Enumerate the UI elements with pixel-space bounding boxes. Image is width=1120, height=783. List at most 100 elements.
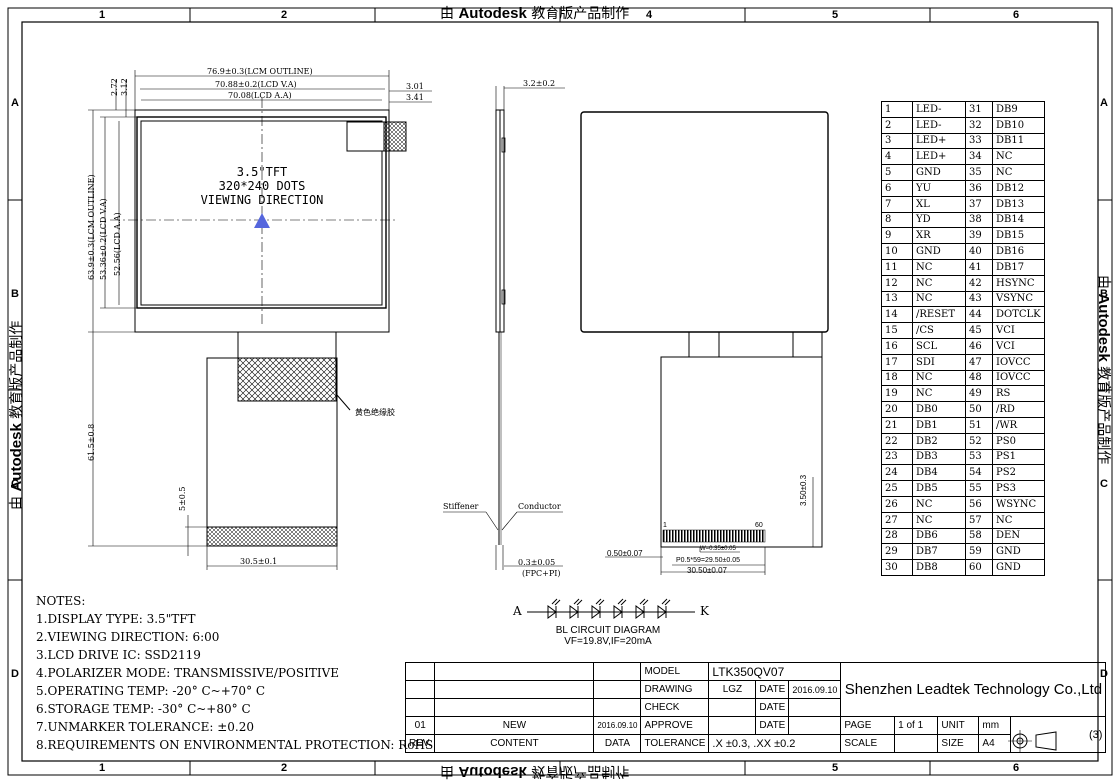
pin-number: 30 [881, 559, 913, 576]
rev-date: 2016.09.10 [593, 716, 642, 735]
pin-number: 43 [965, 290, 993, 308]
pin-number: 33 [965, 132, 993, 150]
grid-col-1-bottom: 1 [99, 762, 106, 774]
pin-number: 11 [881, 258, 913, 276]
bl-circuit-spec: VF=19.8V,IF=20mA [564, 636, 652, 647]
pin-signal: DB0 [912, 401, 966, 418]
dim-fpc-thickness: 0.3±0.05 [518, 558, 556, 567]
dim-lcd-aa-height: 52.56(LCD A.A) [113, 212, 122, 276]
pin-signal: DB5 [912, 480, 966, 497]
pin-number: 54 [965, 464, 993, 482]
model-label: MODEL [640, 662, 710, 681]
notes-block: NOTES: 1.DISPLAY TYPE: 3.5"TFT 2.VIEWING… [36, 592, 433, 754]
approve-label: APPROVE [640, 716, 710, 735]
page-label: PAGE [840, 716, 896, 735]
pin-number: 37 [965, 195, 993, 213]
watermark-right: 由 Autodesk 教育版产品制作 [1095, 275, 1112, 465]
company-name: Shenzhen Leadtek Technology Co.,Ltd [840, 662, 1107, 717]
dim-lcm-outline-height: 63.9±0.3(LCM OUTLINE) [87, 174, 96, 280]
grid-row-c-right: C [1100, 478, 1108, 490]
pin-signal: WSYNC [992, 495, 1045, 513]
grid-col-6-bottom: 6 [1013, 762, 1020, 774]
unit-label: UNIT [937, 716, 980, 735]
pin-number: 52 [965, 432, 993, 450]
model-value: LTK350QV07 [708, 662, 842, 681]
pin-number: 22 [881, 432, 913, 450]
pin-number: 46 [965, 337, 993, 355]
pin-number: 23 [881, 448, 913, 466]
pin-signal: GND [992, 559, 1045, 576]
pin-1-label: 1 [663, 522, 667, 529]
pin-signal: /RD [992, 401, 1045, 418]
pin-signal: VCI [992, 322, 1045, 339]
dim-fpc-length: 61.5±0.8 [87, 423, 96, 461]
pin-number: 56 [965, 495, 993, 513]
pin-number: 41 [965, 258, 993, 276]
pin-signal: VSYNC [992, 290, 1045, 308]
pin-number: 24 [881, 464, 913, 482]
pin-signal: DB13 [992, 195, 1045, 213]
pin-60-label: 60 [755, 522, 763, 529]
check-date-label: DATE [755, 698, 790, 717]
pin-signal: PS1 [992, 448, 1045, 466]
check-label: CHECK [640, 698, 710, 717]
pin-number: 32 [965, 116, 993, 134]
pin-number: 55 [965, 480, 993, 497]
pin-number: 44 [965, 306, 993, 324]
pin-signal: IOVCC [992, 369, 1045, 387]
dim-lcm-outline-width: 76.9±0.3(LCM OUTLINE) [207, 67, 313, 76]
notes-heading: NOTES: [36, 594, 86, 608]
pin-signal: SCL [912, 337, 966, 355]
pin-signal: NC [912, 511, 966, 529]
watermark-bottom: 由 Autodesk 教育版产品制作 [440, 763, 630, 780]
grid-col-6-top: 6 [1013, 9, 1020, 21]
pin-number: 48 [965, 369, 993, 387]
pin-number: 7 [881, 195, 913, 213]
pin-signal: HSYNC [992, 274, 1045, 292]
grid-col-5-top: 5 [832, 9, 839, 21]
pin-number: 58 [965, 527, 993, 545]
pin-signal: RS [992, 385, 1045, 403]
pin-number: 29 [881, 543, 913, 561]
note-item: 3.LCD DRIVE IC: SSD2119 [36, 648, 201, 662]
pin-number: 51 [965, 416, 993, 434]
content-label: CONTENT [434, 734, 595, 753]
pin-signal: YU [912, 179, 966, 197]
pin-signal: PS2 [992, 464, 1045, 482]
pin-number: 5 [881, 164, 913, 181]
pin-number: 26 [881, 495, 913, 513]
pin-signal: IOVCC [992, 353, 1045, 371]
pin-signal: DB8 [912, 559, 966, 576]
pin-signal: NC [912, 274, 966, 292]
pin-signal: NC [912, 290, 966, 308]
pin-signal: DB6 [912, 527, 966, 545]
projection-symbol: (3) [1010, 716, 1107, 753]
pin-number: 9 [881, 227, 913, 245]
pin-signal: DB4 [912, 464, 966, 482]
total-width-label: 30.50±0.07 [687, 566, 727, 575]
pin-signal: /CS [912, 322, 966, 339]
pin-number: 53 [965, 448, 993, 466]
pin-signal: DB3 [912, 448, 966, 466]
rev-number: 01 [404, 716, 436, 735]
pin-signal: VCI [992, 337, 1045, 355]
title-block: MODEL LTK350QV07 Shenzhen Leadtek Techno… [404, 662, 1107, 753]
pin-number: 13 [881, 290, 913, 308]
grid-row-a-right: A [1100, 97, 1108, 109]
pin-number: 4 [881, 148, 913, 166]
pin-signal: DB7 [912, 543, 966, 561]
